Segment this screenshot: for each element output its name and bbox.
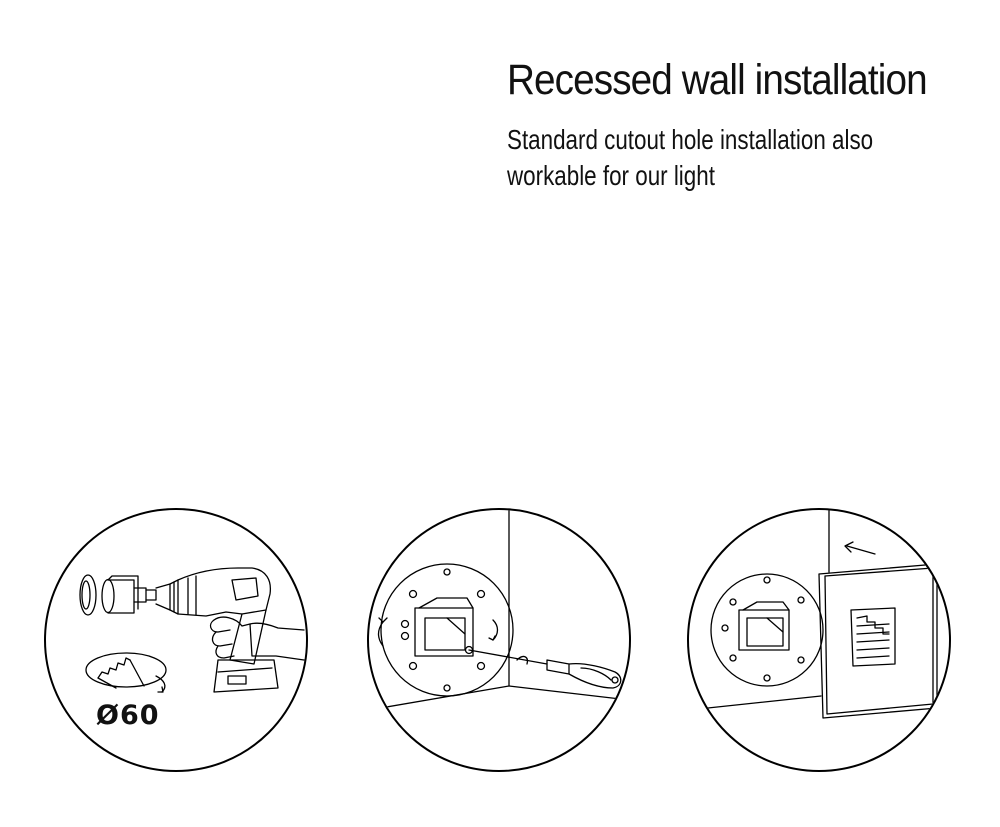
drill-illustration (46, 510, 306, 770)
saw-blade-icon (86, 653, 166, 692)
drill-icon (156, 568, 278, 692)
step-1-drill-hole: Ø60 (44, 508, 308, 772)
cutout-disc-icon (80, 575, 96, 615)
step-3-attach-cover (687, 508, 951, 772)
diameter-label: Ø60 (96, 700, 160, 731)
hand-icon (211, 617, 304, 660)
cover-plate-icon (819, 564, 937, 718)
wall-edge-icon (369, 510, 629, 710)
mounting-illustration (369, 510, 629, 770)
push-arrow-icon (845, 542, 875, 554)
hole-saw-icon (102, 576, 156, 613)
step-2-fix-mounting-plate (367, 508, 631, 772)
mounting-plate-icon (381, 564, 513, 696)
page-title: Recessed wall installation (507, 52, 927, 108)
cover-illustration (689, 510, 949, 770)
page-subtitle: Standard cutout hole installation also w… (507, 122, 955, 194)
screwdriver-icon (469, 650, 621, 688)
mounting-plate-icon (711, 574, 823, 686)
